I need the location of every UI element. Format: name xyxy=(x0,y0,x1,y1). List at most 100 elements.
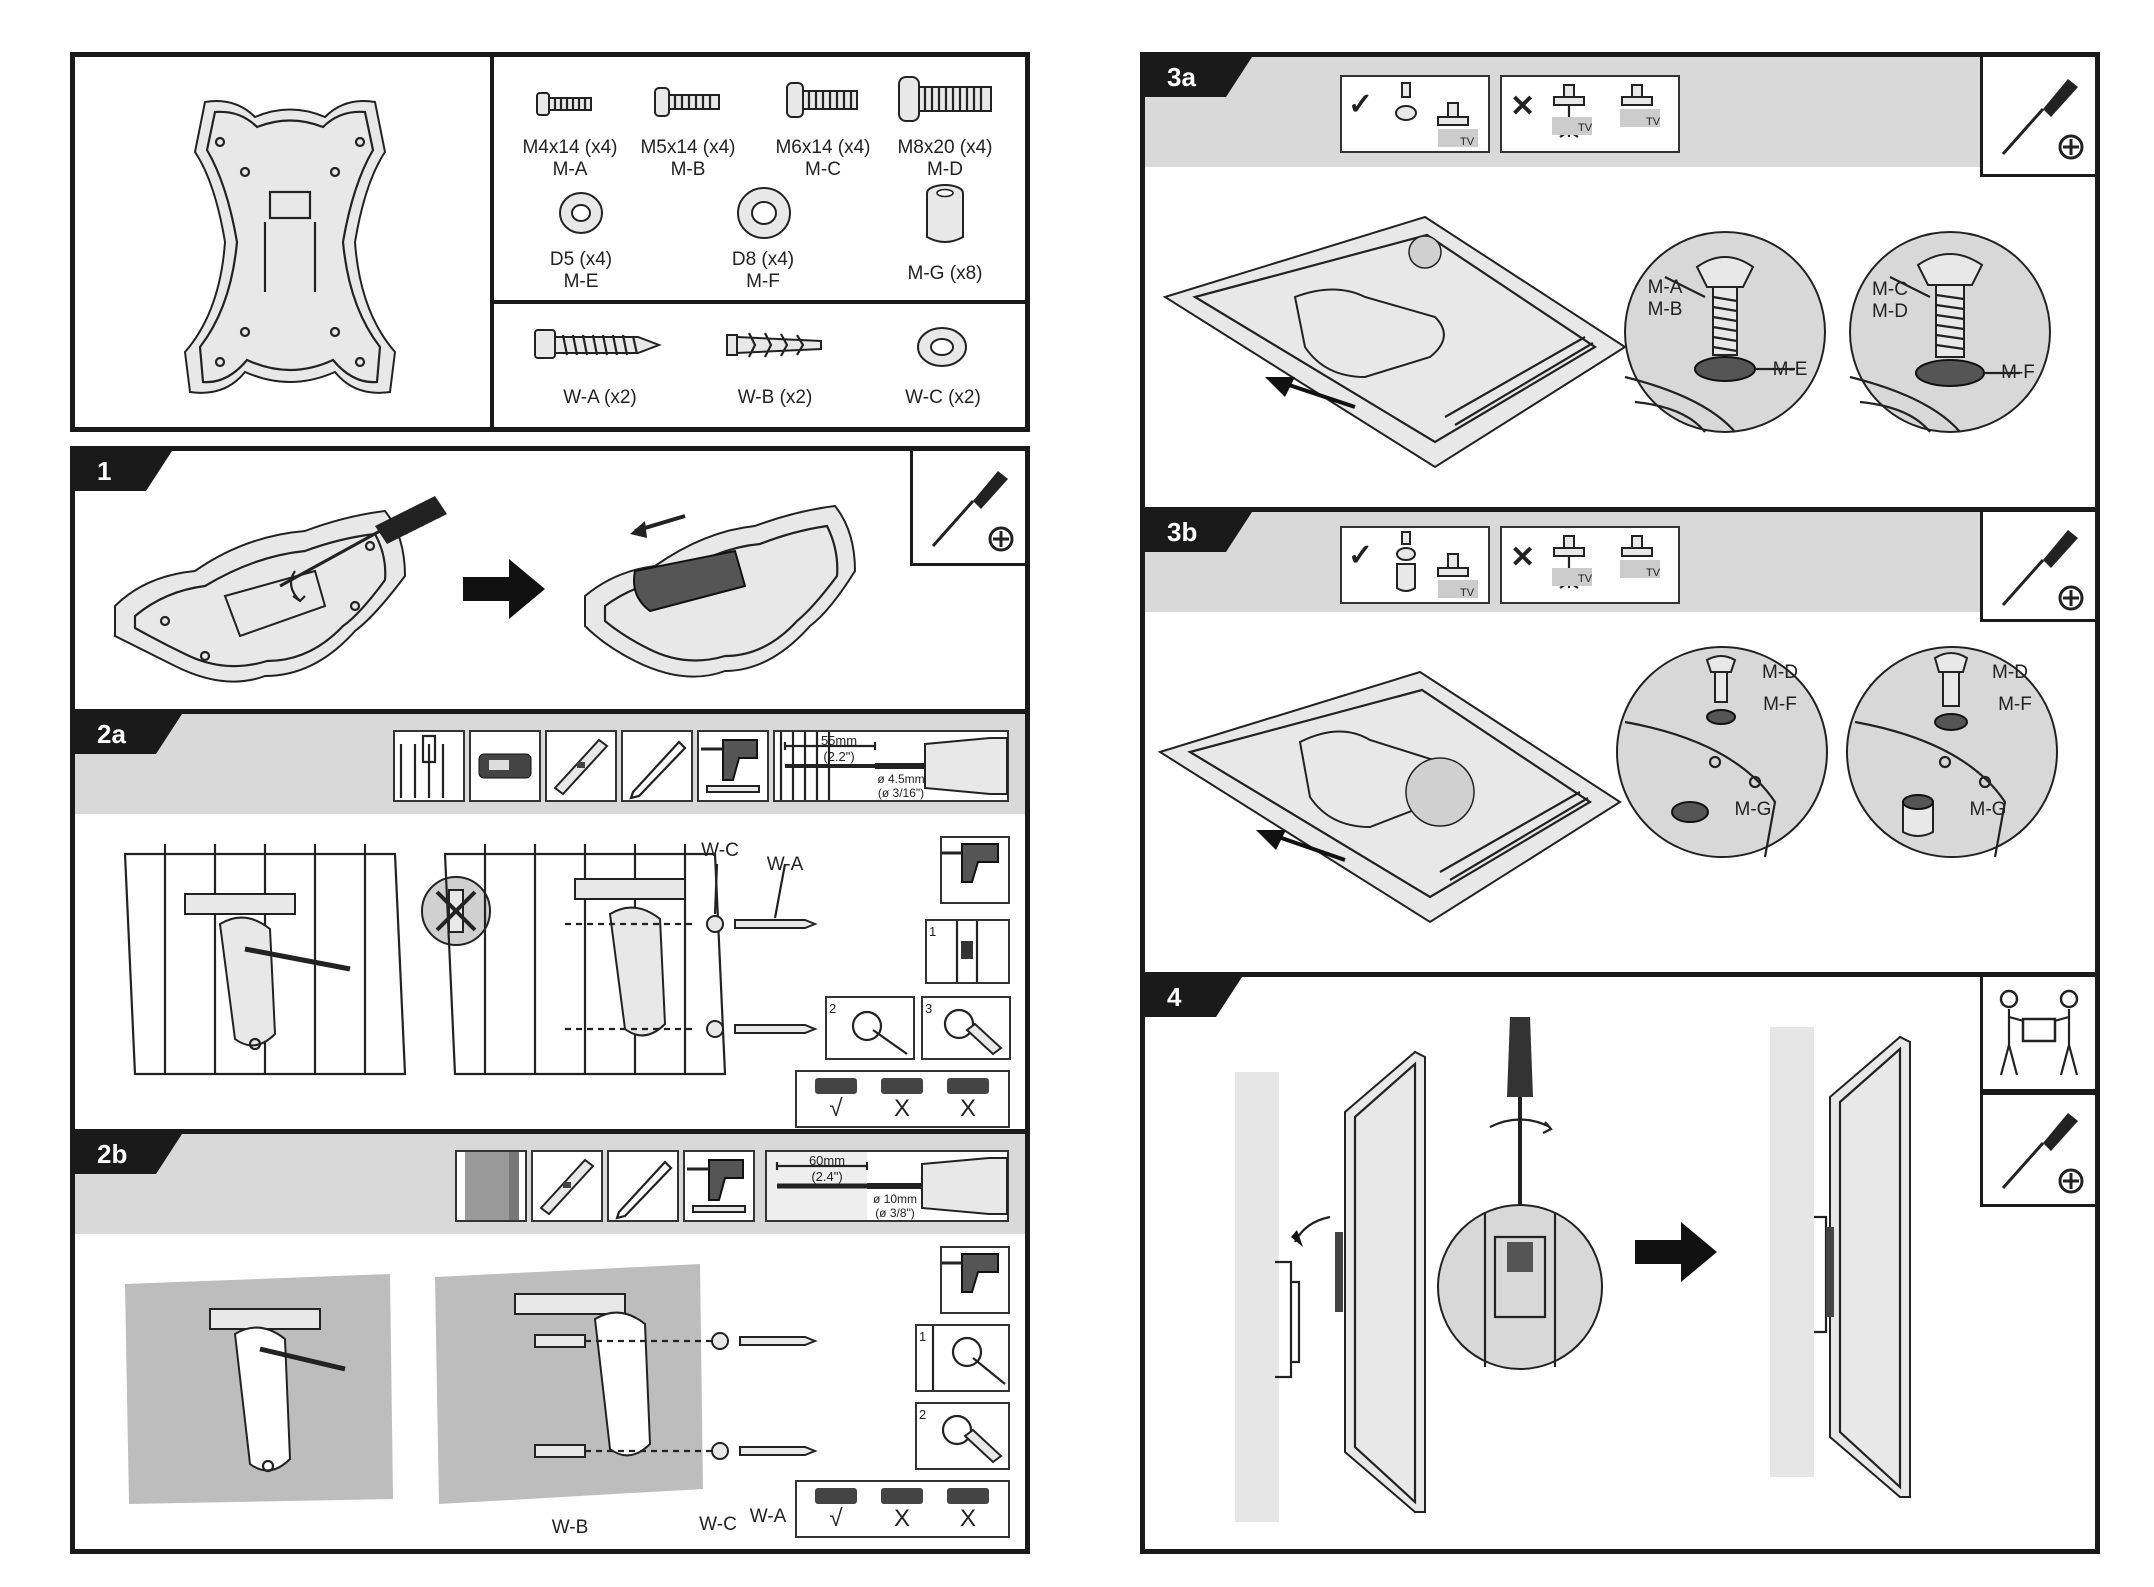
step-1-right-arrow-icon xyxy=(463,559,545,619)
step-3a-check-icon: ✓ xyxy=(1348,88,1374,121)
step-2a-substep-1: 1 xyxy=(925,919,1010,984)
step-3a-tool-box xyxy=(1980,57,2095,177)
step-2b-callout-w-a: W-A xyxy=(749,1506,787,1527)
wood-screw-w-a-label: W-A (x2) xyxy=(563,387,637,408)
step-3a-section: 3a ✓ TV ✕ TV xyxy=(1145,57,2095,507)
step-2b-drill-detail xyxy=(940,1246,1010,1314)
step-3a-callout-m-a: M-A xyxy=(1647,277,1683,298)
step-3b-callout-m-f-right: M-F xyxy=(1998,694,2032,715)
spacer-m-g-drawing xyxy=(926,184,964,243)
step-3b-tool-box xyxy=(1980,512,2095,622)
washer-m-f-code: M-F xyxy=(746,271,780,292)
screw-m-b-size: M5x14 (x4) xyxy=(640,137,736,158)
step-2b-level-bad-2: X xyxy=(959,1505,976,1532)
step-2b-callout-w-b: W-B xyxy=(551,1517,589,1538)
step-3a-detail-m-a-m-b xyxy=(1624,231,1826,433)
step-3a-callout-m-c: M-C xyxy=(1872,279,1908,300)
washer-m-e-code: M-E xyxy=(563,271,599,292)
washer-m-f-drawing xyxy=(737,187,791,239)
step-2a-callout-w-c: W-C xyxy=(701,840,739,861)
step-3a-cross-icon: ✕ xyxy=(1510,90,1536,123)
step-4-right-arrow-icon xyxy=(1635,1222,1717,1282)
step-2a-substep-3: 3 xyxy=(921,996,1011,1060)
step-2b-level-ok: √ xyxy=(829,1505,843,1532)
step-2b-concrete-wall-screwing xyxy=(435,1264,818,1504)
screw-m-c-drawing xyxy=(786,82,858,118)
step-3b-check-icon: ✓ xyxy=(1348,539,1374,572)
step-3b-tag: 3b xyxy=(1145,512,1252,552)
step-4-tag: 4 xyxy=(1145,977,1242,1017)
step-3a-wrong-box: ✕ TV TV xyxy=(1500,75,1680,153)
step-2a-level-bad-2: X xyxy=(959,1095,976,1122)
step-3b-detail-left xyxy=(1616,646,1828,858)
step-2a-drill-detail xyxy=(940,836,1010,904)
step-1-section: 1 xyxy=(75,451,1025,709)
step-1-tool-box xyxy=(910,451,1025,566)
step-3b-tv-label-bad-2: TV xyxy=(1646,567,1661,579)
spacer-m-g-size: M-G (x8) xyxy=(907,263,983,284)
phillips-screwdriver-icon-3a xyxy=(2001,79,2084,160)
step-2a-callout-w-a: W-A xyxy=(766,854,804,875)
steps-left-panel: 1 xyxy=(70,446,1030,1554)
step-3b-callout-m-g-left: M-G xyxy=(1734,799,1772,820)
step-2a-wood-wall-marking xyxy=(123,844,407,1076)
step-1-plate-with-bracket xyxy=(584,504,857,678)
phillips-screwdriver-icon xyxy=(931,471,1014,552)
step-2a-drill-diameter-in: (ø 3/16") xyxy=(877,786,925,800)
step-3b-detail-right xyxy=(1846,646,2058,858)
wall-anchor-w-b-drawing xyxy=(726,332,822,358)
step-2a-section: 2a 55mm (2.2") ø 4.5mm (ø xyxy=(75,709,1025,1129)
step-1-plate-with-screwdriver xyxy=(114,496,447,683)
step-3a-callout-m-e: M-E xyxy=(1772,359,1808,380)
step-2a-drill-diameter: ø 4.5mm xyxy=(877,772,925,786)
step-2b-drill-diameter: ø 10mm xyxy=(872,1192,917,1206)
washer-m-e-drawing xyxy=(559,192,603,234)
step-2b-substep-2-num: 2 xyxy=(919,1407,927,1422)
step-2b-level-bad-1: X xyxy=(893,1505,910,1532)
step-4-section: 4 xyxy=(1145,972,2095,1549)
step-3b-callout-m-d-right: M-D xyxy=(1992,662,2028,683)
step-3b-wrong-box: ✕ TV TV xyxy=(1500,526,1680,604)
step-3a-detail-m-c-m-d xyxy=(1849,231,2051,433)
step-2b-concrete-wall-marking xyxy=(125,1274,393,1504)
step-4-two-person-box xyxy=(1980,977,2095,1092)
wood-screw-w-a-drawing xyxy=(534,329,662,359)
power-drill-icon xyxy=(697,730,769,802)
level-tool-icon-2b xyxy=(531,1150,603,1222)
step-2a-level-check: √ X X xyxy=(795,1070,1010,1128)
step-3a-callout-m-f: M-F xyxy=(2001,362,2035,383)
pencil-icon xyxy=(621,730,693,802)
step-2b-substep-2: 2 xyxy=(915,1402,1010,1470)
step-3b-tv-back-drawing xyxy=(1157,670,1622,924)
level-tool-icon xyxy=(545,730,617,802)
screw-m-b-drawing xyxy=(654,87,720,117)
washer-w-c-label: W-C (x2) xyxy=(905,387,981,408)
step-3b-tv-label-bad-1: TV xyxy=(1578,573,1593,585)
step-2b-callout-w-c: W-C xyxy=(699,1514,737,1535)
step-2a-substep-1-num: 1 xyxy=(929,924,937,939)
screw-m-c-size: M6x14 (x4) xyxy=(775,137,871,158)
step-3b-callout-m-d-left: M-D xyxy=(1762,662,1798,683)
step-3a-correct-box: ✓ TV xyxy=(1340,75,1490,153)
parts-panel: M4x14 (x4) M-A M5x14 (x4) M-B M6x14 (x4)… xyxy=(70,52,1030,432)
screw-m-d-code: M-D xyxy=(927,159,963,180)
power-drill-icon-2b xyxy=(683,1150,755,1222)
step-2a-substep-2: 2 xyxy=(825,996,915,1060)
two-person-lift-icon xyxy=(1999,989,2079,1076)
step-2a-drill-spec-box: 55mm (2.2") ø 4.5mm (ø 3/16") xyxy=(773,730,1009,802)
step-3b-correct-box: ✓ TV xyxy=(1340,526,1490,604)
step-2b-drill-diameter-in: (ø 3/8") xyxy=(875,1206,915,1220)
stud-finder-icon xyxy=(469,730,541,802)
step-3b-section: 3b ✓ TV ✕ xyxy=(1145,507,2095,972)
parts-divider-horizontal xyxy=(490,300,1025,304)
washer-m-e-size: D5 (x4) xyxy=(549,249,613,270)
step-2b-level-check: √ X X xyxy=(795,1480,1010,1538)
step-2b-drill-spec-box: 60mm (2.4") ø 10mm (ø 3/8") xyxy=(765,1150,1009,1222)
step-2a-drill-depth: 55mm xyxy=(820,733,858,748)
step-2b-drill-depth: 60mm xyxy=(808,1153,846,1168)
step-2a-drill-depth-in: (2.2") xyxy=(823,749,855,764)
step-3a-tv-label-bad-2: TV xyxy=(1646,116,1661,128)
step-2a-wood-wall-screwing xyxy=(443,844,818,1076)
step-3a-tv-label-ok: TV xyxy=(1460,136,1475,148)
step-3b-cross-icon: ✕ xyxy=(1510,541,1536,574)
